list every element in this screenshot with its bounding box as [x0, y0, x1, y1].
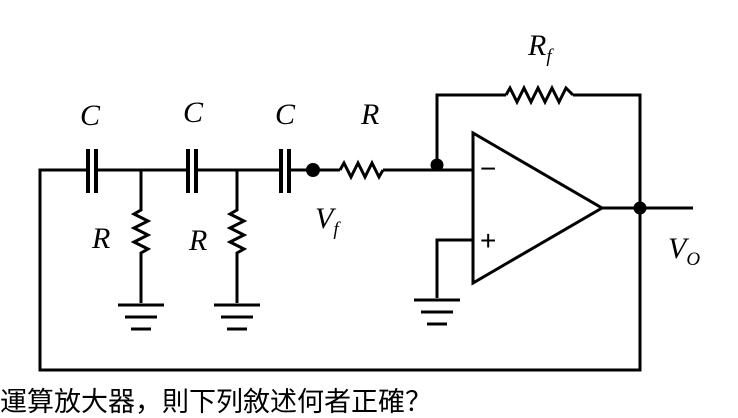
- phase-shift-oscillator-schematic: − + C C C R R R Rf Vf VO: [38, 29, 700, 372]
- feedback-loop-wire: [38, 168, 642, 372]
- vf-label: Vf: [315, 202, 341, 240]
- noninverting-input-wire: [435, 238, 473, 298]
- capacitor-c2-label: C: [183, 96, 204, 129]
- inverting-node-dot: [430, 158, 444, 172]
- ground-symbol-1: [118, 303, 164, 331]
- feedback-resistor-label: Rf: [527, 29, 554, 67]
- op-amp-triangle: [471, 130, 605, 286]
- shunt-r1-label: R: [91, 222, 110, 255]
- op-amp-minus-sign: −: [480, 153, 496, 184]
- vf-node-dot: [306, 163, 320, 177]
- rf-wire-left: [435, 93, 506, 170]
- series-resistor-label: R: [360, 98, 379, 131]
- op-amp-plus-sign: +: [480, 225, 496, 256]
- capacitor-c3-label: C: [275, 98, 296, 131]
- output-node-dot: [633, 201, 647, 215]
- series-resistor: [338, 159, 385, 181]
- ground-symbol-2: [214, 303, 260, 331]
- rf-wire-right: [573, 93, 642, 208]
- vo-label: VO: [668, 232, 700, 270]
- shunt-r2-wire: [226, 170, 248, 303]
- capacitor-c1-label: C: [80, 99, 101, 132]
- ground-symbol-3: [414, 298, 460, 326]
- shunt-r2-label: R: [188, 224, 207, 257]
- shunt-r1-wire: [130, 170, 152, 303]
- question-text: 運算放大器，則下列敘述何者正確？: [0, 387, 432, 418]
- feedback-resistor-rf: [504, 84, 575, 106]
